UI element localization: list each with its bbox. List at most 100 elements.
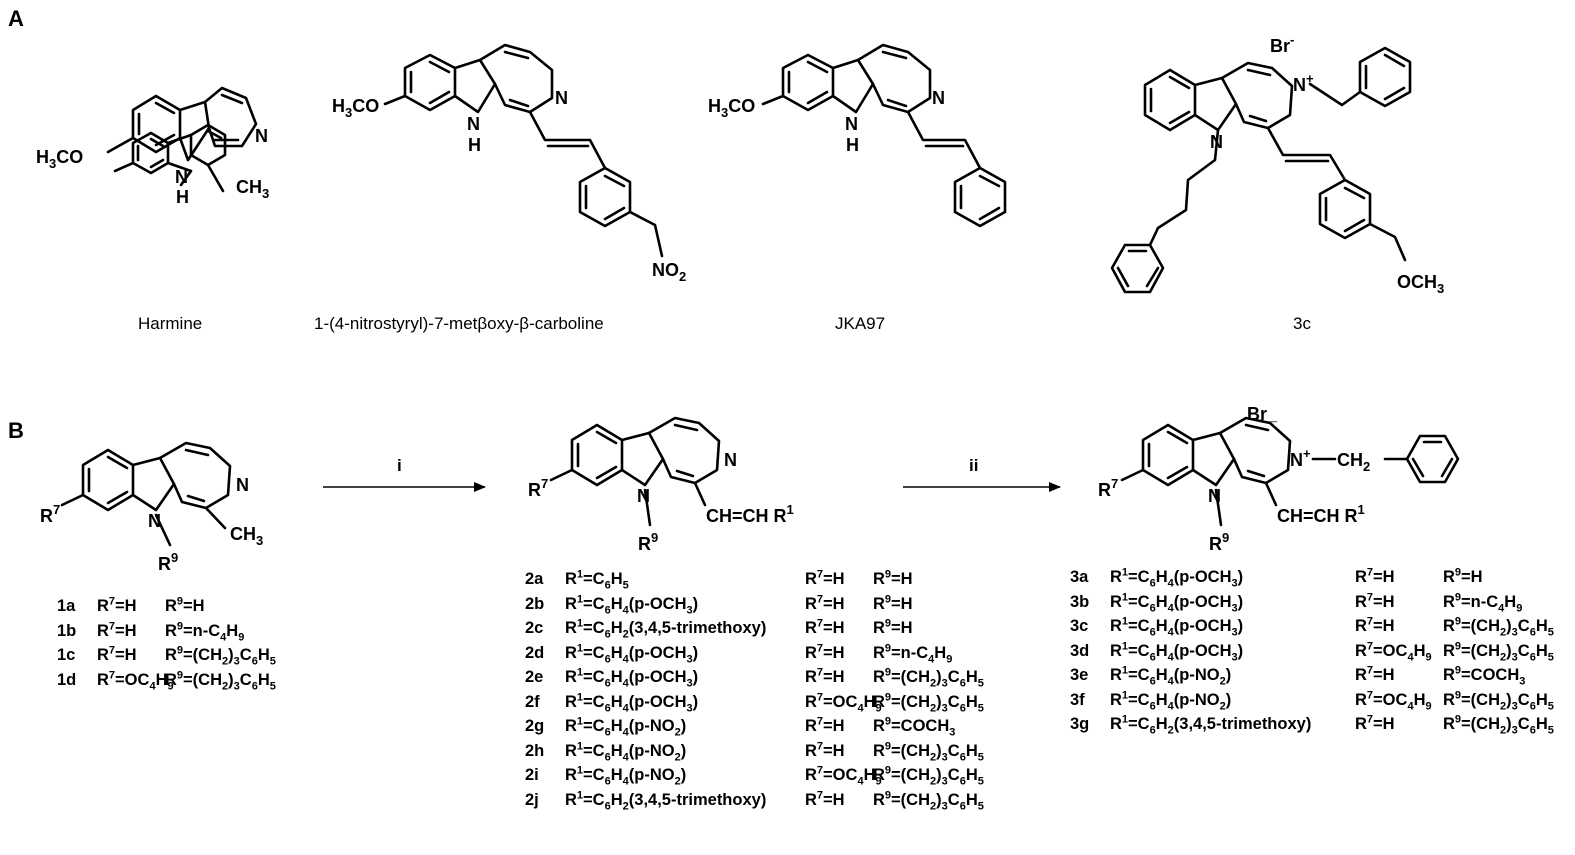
compound-id: 2h [525,741,545,760]
compound-id: 1a [57,597,76,615]
compound-id: 2e [525,668,544,686]
compound-id: 2f [525,692,540,711]
compound-id: 2j [525,790,539,809]
r7-substituent: R7=OC4H9 [805,764,882,788]
r9-substituent: R9=(CH2)3C6H5 [873,740,984,763]
r7-substituent: R7=H [1355,713,1395,733]
svg-text:OCH3: OCH3 [1397,272,1444,296]
r7-substituent: R7=H [805,568,845,588]
r7-substituent: R7=OC4H9 [1355,689,1432,712]
r1-substituent: R1=C6H4(p-OCH3) [565,593,699,616]
r7-substituent: R7=OC4H9 [97,669,174,692]
svg-text:CH=CH R1: CH=CH R1 [1277,502,1365,526]
compound-name-nitrostyryl: 1-(4-nitrostyryl)-7-metβoxy-β-carboline [314,314,604,333]
r9-substituent: R9=n-C4H9 [165,620,245,643]
svg-text:NO2: NO2 [652,260,686,284]
harmine-structure [113,123,227,193]
compound-entry: 3d R1=C6H4(p-OCH3) R7=OC4H9 R9=(CH2)3C6H5 [1070,640,1554,667]
compound-id: 3f [1070,690,1085,709]
r7-substituent: R7=H [805,642,845,662]
r7-substituent: R7=H [805,593,845,613]
harmine-ring: H3CO N H N CH3 [36,86,269,207]
jka97-structure: H3CO N H N [708,43,1007,228]
svg-text:R9: R9 [1209,530,1229,554]
r1-substituent: R1=C6H4(p-NO2) [565,715,687,739]
r9-substituent: R9=COCH3 [1443,664,1526,688]
compound-name-jka97: JKA97 [835,314,885,333]
svg-text:N: N [555,88,568,108]
r7-substituent: R7=H [97,620,137,640]
r1-substituent: R1=C6H4(p-OCH3) [565,642,699,665]
svg-text:H: H [468,135,481,155]
r1-substituent: R1=C6H4(p-OCH3) [565,691,699,714]
svg-text:CH3: CH3 [230,524,263,548]
compound-id: 2c [525,619,544,637]
svg-text:N: N [845,114,858,134]
svg-text:H3CO: H3CO [36,147,83,171]
svg-text:N: N [724,450,737,470]
r9-substituent: R9=n-C4H9 [873,642,953,665]
r9-substituent: R9=(CH2)3C6H5 [873,666,984,690]
compound-id: 3a [1070,568,1089,586]
r7-substituent: R7=H [1355,615,1395,635]
svg-text:N: N [1208,486,1221,506]
r7-substituent: R7=H [805,715,845,735]
svg-text:R9: R9 [638,530,658,554]
svg-text:CH3: CH3 [236,177,269,201]
r7-substituent: R7=OC4H9 [805,691,882,714]
svg-text:H3CO: H3CO [332,96,379,120]
compound-id: 1d [57,670,77,689]
svg-text:N: N [175,167,188,187]
r7-substituent: R7=H [1355,566,1395,586]
compound-id: 2g [525,717,545,735]
svg-text:N+: N+ [1293,71,1314,95]
r9-substituent: R9=H [1443,566,1483,586]
svg-text:H: H [176,187,189,207]
svg-text:N: N [1210,132,1223,152]
r1-substituent: R1=C6H2(3,4,5-trimethoxy) [1110,713,1312,737]
r9-substituent: R9=H [873,593,913,613]
r1-substituent: R1=C6H4(p-OCH3) [1110,591,1244,614]
compound-id: 3e [1070,666,1089,684]
nitrostyryl-structure: H3CO N H N NO2 [332,43,686,284]
r9-substituent: R9=COCH3 [873,715,956,739]
compound-1-structure: R7 N N CH3 R9 [40,441,263,574]
compound-entry: 2g R1=C6H4(p-NO2) R7=H R9=COCH3 [525,715,984,742]
svg-text:Br-: Br- [1270,32,1294,56]
r1-substituent: R1=C6H4(p-NO2) [565,740,687,763]
r1-substituent: R1=C6H4(p-OCH3) [1110,615,1244,639]
compound-id: 1b [57,621,77,640]
compound-id: 3d [1070,641,1090,660]
panel-label-a: A [8,6,24,31]
svg-text:N+: N+ [1290,446,1311,470]
r7-substituent: R7=H [97,595,137,615]
compound-3-structure: Br_ N+ CH2 R7 N CH=CH R1 R9 [1098,404,1460,554]
svg-text:CH2: CH2 [1337,450,1370,474]
r7-substituent: R7=OC4H9 [1355,640,1432,663]
compound-2-structure: R7 N N CH=CH R1 R9 [528,416,794,554]
r7-substituent: R7=H [805,617,845,637]
svg-text:N: N [148,511,161,531]
compound-id: 1c [57,646,76,664]
r9-substituent: R9=(CH2)3C6H5 [1443,640,1554,663]
r7-substituent: R7=H [805,740,845,760]
compound-name-harmine: Harmine [138,314,202,333]
r9-substituent: R9=H [873,568,913,588]
r1-substituent: R1=C6H4(p-NO2) [1110,664,1232,688]
compound-id: 3g [1070,715,1090,733]
r1-substituent: R1=C6H5 [565,568,629,592]
r1-substituent: R1=C6H4(p-OCH3) [1110,640,1244,663]
svg-text:N: N [637,486,650,506]
